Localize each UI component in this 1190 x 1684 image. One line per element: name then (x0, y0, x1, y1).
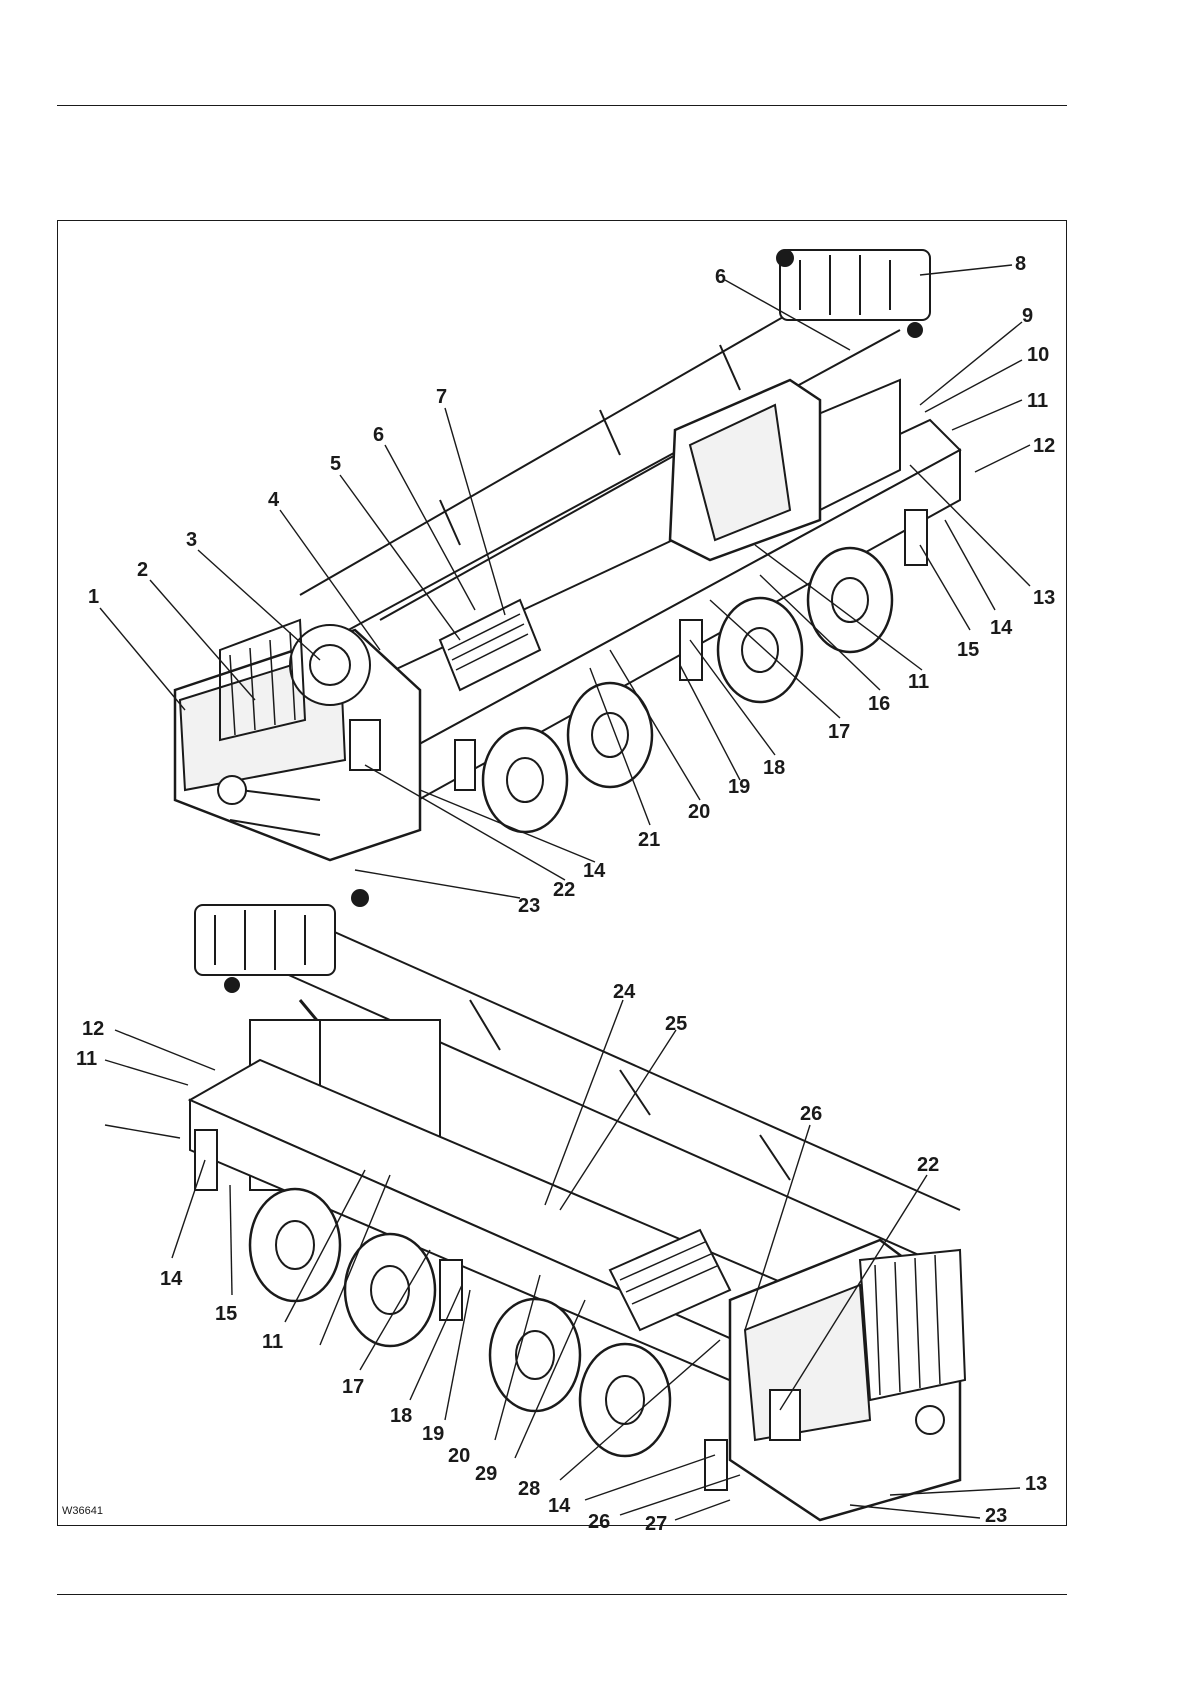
callout-lower-19: 19 (422, 1423, 444, 1445)
callout-upper-18: 18 (763, 757, 785, 779)
callout-upper-1: 1 (88, 586, 99, 608)
callout-lower-13: 13 (1025, 1473, 1047, 1495)
callout-upper-11a: 11 (1027, 390, 1048, 412)
callout-upper-14b: 14 (583, 860, 606, 882)
callout-upper-20: 20 (688, 801, 710, 823)
callout-upper-12: 12 (1033, 435, 1055, 457)
callout-lower-26a: 26 (800, 1103, 822, 1125)
callout-upper-6b: 6 (715, 266, 726, 288)
callout-lower-26b: 26 (588, 1511, 610, 1533)
upper-crane-drawing (175, 250, 960, 860)
callout-upper-11b: 11 (908, 671, 929, 693)
callout-lower-11b: 11 (262, 1331, 283, 1353)
callout-upper-7: 7 (436, 386, 447, 408)
callout-upper-6a: 6 (373, 424, 384, 446)
callout-lower-29: 29 (475, 1463, 497, 1485)
callout-upper-5: 5 (330, 453, 341, 475)
callout-upper-17: 17 (828, 721, 850, 743)
callout-lower-22: 22 (917, 1154, 939, 1176)
callout-lower-18: 18 (390, 1405, 412, 1427)
lower-crane-drawing (190, 890, 965, 1520)
callout-lower-15: 15 (215, 1303, 237, 1325)
callout-lower-27: 27 (645, 1513, 667, 1535)
callout-lower-12: 12 (82, 1018, 104, 1040)
drawing-code: W36641 (62, 1505, 103, 1517)
callout-lower-14b: 14 (548, 1495, 571, 1517)
callout-upper-3: 3 (186, 529, 197, 551)
callout-upper-19: 19 (728, 776, 750, 798)
callout-lower-14a: 14 (160, 1268, 183, 1290)
callout-lower-11a: 11 (76, 1048, 97, 1070)
callout-lower-25: 25 (665, 1013, 687, 1035)
callout-upper-8: 8 (1015, 253, 1026, 275)
callout-upper-14a: 14 (990, 617, 1013, 639)
callout-upper-13: 13 (1033, 587, 1055, 609)
callout-upper-10: 10 (1027, 344, 1049, 366)
callout-lower-23: 23 (985, 1505, 1007, 1527)
callout-upper-2: 2 (137, 559, 148, 581)
callout-upper-15: 15 (957, 639, 979, 661)
callout-lower-17: 17 (342, 1376, 364, 1398)
callout-upper-9: 9 (1022, 305, 1033, 327)
callout-lower-28: 28 (518, 1478, 540, 1500)
callout-upper-21: 21 (638, 829, 660, 851)
callout-upper-22: 22 (553, 879, 575, 901)
callout-lower-20: 20 (448, 1445, 470, 1467)
callout-upper-4: 4 (268, 489, 280, 511)
callout-upper-23: 23 (518, 895, 540, 917)
callout-upper-16: 16 (868, 693, 890, 715)
callout-lower-24: 24 (613, 981, 636, 1003)
